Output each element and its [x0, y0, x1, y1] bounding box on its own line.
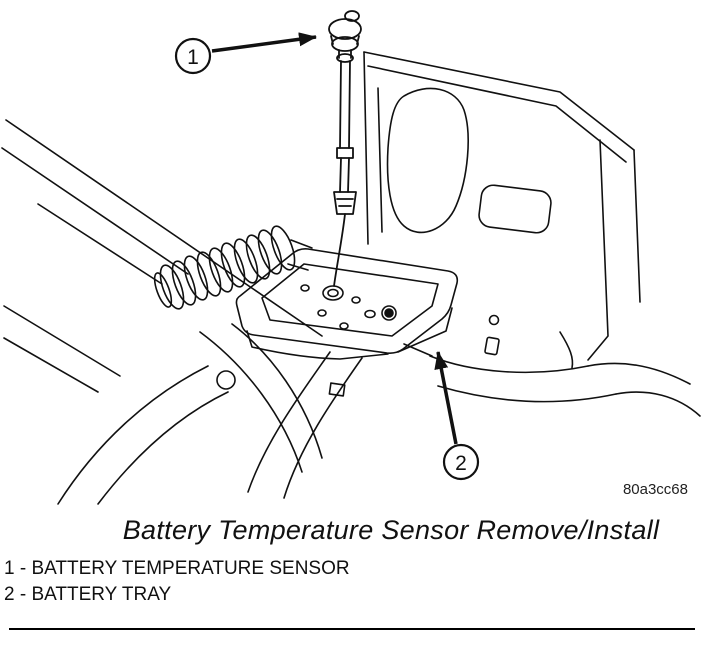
callout-1-number: 1	[187, 46, 199, 69]
support-bracket	[57, 323, 363, 505]
figure-legend: 1 - BATTERY TEMPERATURE SENSOR 2 - BATTE…	[4, 556, 704, 608]
legend-item-1: 1 - BATTERY TEMPERATURE SENSOR	[4, 558, 350, 579]
corrugated-hose	[153, 225, 313, 310]
callout-1: 1	[174, 32, 317, 75]
figure-code: 80a3cc68	[623, 481, 688, 498]
callout-2-bubble	[442, 443, 480, 481]
battery-sensor-illustration: 1 2 80a3cc68	[1, 10, 701, 505]
legend-item-2: 2 - BATTERY TRAY	[4, 584, 172, 605]
callout-1-arrow	[211, 32, 317, 53]
callout-2-number: 2	[455, 452, 467, 475]
battery-temperature-sensor-drawing	[328, 10, 362, 287]
left-frame-rails	[1, 119, 323, 393]
right-inner-fender	[363, 51, 641, 361]
callout-2-arrow	[434, 351, 458, 445]
callout-2: 2	[434, 351, 480, 481]
callout-1-bubble	[174, 37, 212, 75]
battery-tray-outline	[235, 248, 459, 360]
bottom-divider	[9, 628, 695, 630]
figure-caption: Battery Temperature Sensor Remove/Instal…	[122, 515, 660, 545]
